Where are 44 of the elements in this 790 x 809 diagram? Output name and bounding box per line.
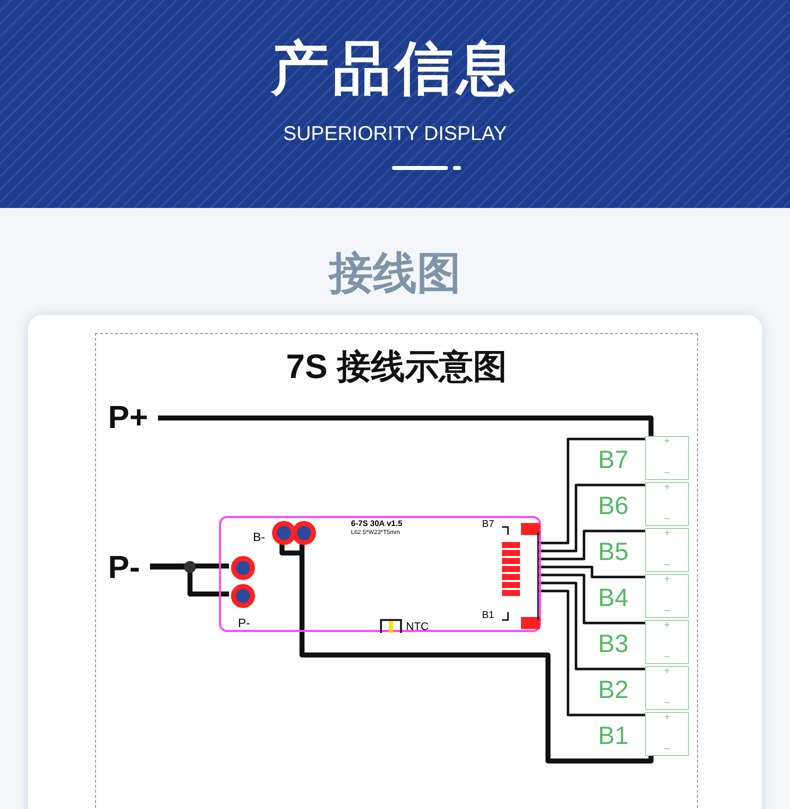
plus-sign: + (664, 483, 670, 493)
minus-sign: − (664, 699, 670, 709)
plus-sign: + (664, 575, 670, 585)
plus-sign: + (664, 437, 670, 447)
balance-connector (502, 522, 540, 630)
wire (538, 574, 645, 624)
minus-sign: − (664, 515, 670, 525)
wire (150, 564, 229, 568)
section-heading: 接线图 (327, 252, 462, 296)
page-subheading: SUPERIORITY DISPLAY (282, 124, 508, 144)
pin-label: B1 (482, 611, 494, 621)
minus-sign: − (664, 653, 670, 663)
cell-label: B5 (598, 540, 629, 565)
wire (538, 566, 645, 578)
wire (538, 582, 645, 670)
board-spec-text: 6-7S 30A v1.5 (351, 519, 402, 529)
wire (538, 590, 645, 716)
cell-label: B6 (598, 494, 629, 519)
terminal-text: P- (108, 551, 140, 583)
terminal-text: P+ (108, 401, 148, 433)
page-heading: 产品信息 (270, 40, 520, 98)
wire (538, 530, 645, 560)
pin-label: NTC (406, 622, 429, 633)
pin-label: B- (253, 531, 265, 543)
cell-label: B2 (598, 678, 629, 703)
cell-label: B4 (598, 586, 629, 611)
cell-label: B3 (598, 632, 629, 657)
plus-sign: + (664, 529, 670, 539)
wire (158, 416, 654, 436)
plus-sign: + (664, 621, 670, 631)
pin-label: B7 (482, 520, 494, 530)
cell-label: B1 (598, 724, 629, 749)
minus-sign: − (664, 745, 670, 755)
plus-sign: + (664, 713, 670, 723)
minus-sign: − (664, 469, 670, 479)
wire (538, 438, 645, 544)
minus-sign: − (664, 561, 670, 571)
pcb-board (219, 516, 541, 632)
pin-label: P- (238, 617, 250, 629)
diagram-title: 7S 接线示意图 (284, 350, 508, 384)
minus-sign: − (664, 607, 670, 617)
wire (538, 484, 645, 552)
plus-sign: + (664, 667, 670, 677)
cell-label: B7 (598, 448, 629, 473)
